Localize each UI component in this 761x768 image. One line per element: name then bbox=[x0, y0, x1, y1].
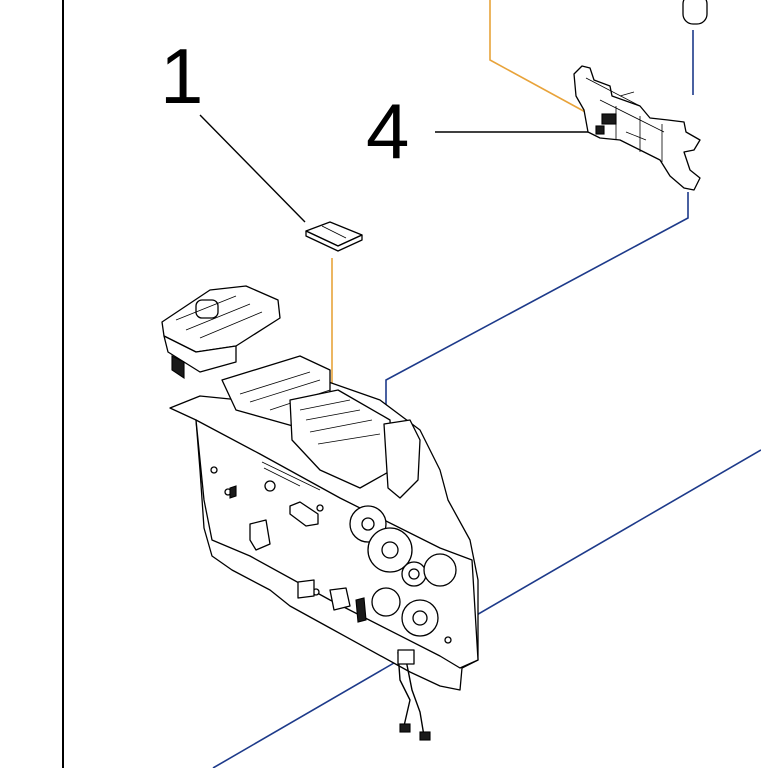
callout-label-4: 4 bbox=[366, 87, 409, 175]
part-4-bracket bbox=[573, 65, 701, 191]
leader-line-1 bbox=[199, 114, 306, 223]
shaft-pin-part bbox=[682, 0, 708, 25]
part-1-clip bbox=[305, 221, 363, 252]
blue-guide-upper bbox=[385, 30, 694, 462]
blue-guide-lower bbox=[212, 449, 761, 768]
main-drive-assembly bbox=[161, 285, 479, 741]
orange-guide-part4 bbox=[489, 0, 601, 121]
callout-label-1: 1 bbox=[160, 32, 203, 120]
